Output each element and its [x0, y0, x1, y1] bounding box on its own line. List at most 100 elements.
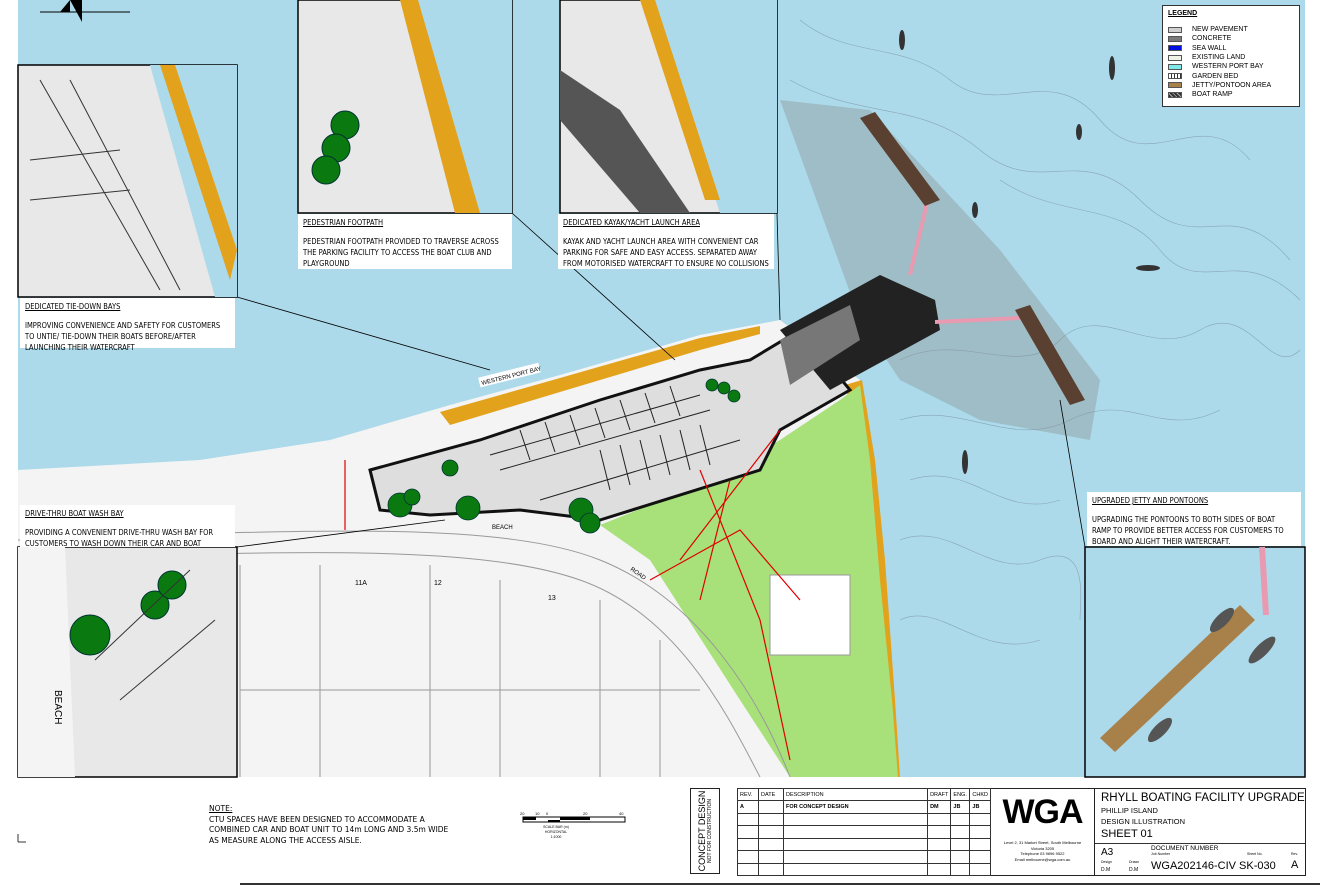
scale-orientation: HORIZONTAL [545, 830, 567, 834]
legend-item: JETTY/PONTOON AREA [1168, 81, 1294, 90]
legend-label: JETTY/PONTOON AREA [1192, 81, 1272, 89]
callout-jetty-pontoons: UPGRADED JETTY AND PONTOONS UPGRADING TH… [1087, 492, 1301, 546]
callout-body: PROVIDING A CONVENIENT DRIVE-THRU WASH B… [25, 528, 214, 548]
callout-title: DEDICATED KAYAK/YACHT LAUNCH AREA [563, 218, 700, 227]
rev-cell: JB [969, 800, 991, 814]
paper-size: A3 [1101, 847, 1114, 858]
design-initials: D.M [1101, 867, 1111, 873]
revision-letter: A [1291, 859, 1299, 871]
project-title: RHYLL BOATING FACILITY UPGRADE [1101, 792, 1305, 804]
rev-header: REV. [737, 787, 759, 802]
sheet-label: SHEET 01 [1101, 828, 1153, 840]
rev-header: DRAFT [927, 787, 952, 802]
scale-tick: 40 [619, 811, 624, 816]
legend-item: NEW PAVEMENT [1168, 25, 1294, 34]
swatch-new-pavement [1168, 26, 1182, 33]
callout-title: PEDESTRIAN FOOTPATH [303, 218, 384, 227]
document-number-label: DOCUMENT NUMBER [1151, 845, 1219, 852]
rev-header: DESCRIPTION [782, 787, 929, 802]
revision-row: A FOR CONCEPT DESIGN DM JB JB [737, 800, 991, 814]
company-block: WGA Level 2, 31 Market Street, South Mel… [991, 788, 1095, 876]
note-line: AS MEASURE ALONG THE ACCESS AISLE. [209, 835, 362, 845]
address-line: Level 2, 31 Market Street, South Melbour… [1003, 840, 1082, 845]
note-title: NOTE: [209, 804, 233, 813]
drawing-type: DESIGN ILLUSTRATION [1101, 817, 1186, 826]
stamp-sub: NOT FOR CONSTRUCTION [707, 798, 713, 864]
lot-11a-label: 11A [355, 580, 367, 587]
revision-header-row: REV. DATE DESCRIPTION DRAFT ENG. CHKD [737, 787, 991, 802]
rev-label: Rev. [1291, 852, 1298, 856]
car-park [368, 328, 853, 522]
boats [899, 30, 1160, 474]
rev-cell [758, 800, 784, 814]
concept-design-stamp: CONCEPT DESIGN NOT FOR CONSTRUCTION [690, 788, 720, 874]
design-label: Design [1101, 860, 1112, 864]
trees [387, 378, 741, 534]
inset-washbay: BEACH [17, 546, 238, 778]
sand-beach [440, 326, 760, 425]
swatch-concrete [1168, 35, 1182, 42]
legend-item: GARDEN BED [1168, 71, 1294, 80]
swatch-sea-wall [1168, 45, 1182, 52]
rev-header: DATE [758, 787, 784, 802]
rev-header: ENG. [950, 787, 971, 802]
callout-leaders [236, 212, 1086, 548]
scale-tick: 20 [520, 811, 525, 816]
rev-cell: DM [927, 800, 952, 814]
sheet-no-label: Sheet No. [1247, 852, 1263, 856]
note-line: COMBINED CAR AND BOAT UNIT TO 14m LONG A… [209, 825, 449, 834]
scale-tick: 20 [583, 811, 588, 816]
address-line: Email melbourne@wga.com.au [1014, 856, 1071, 862]
beach-label: BEACH [492, 525, 513, 531]
legend-item: SEA WALL [1168, 44, 1294, 53]
park-green [600, 385, 898, 777]
legend-label: BOAT RAMP [1192, 91, 1233, 99]
drawn-initials: D.M [1129, 867, 1139, 873]
legend-label: EXISTING LAND [1192, 54, 1246, 62]
callout-kayak-launch: DEDICATED KAYAK/YACHT LAUNCH AREA KAYAK … [558, 214, 774, 269]
scale-tick: 10 [535, 811, 540, 816]
scale-label: SCALE BAR (m) [543, 825, 569, 829]
legend-label: CONCRETE [1192, 35, 1232, 43]
inset-footpath [297, 0, 513, 214]
north-arrow-icon [40, 0, 130, 22]
legend-item: BOAT RAMP [1168, 90, 1294, 99]
job-number-label: Job Number [1151, 852, 1171, 856]
note-line: CTU SPACES HAVE BEEN DESIGNED TO ACCOMMO… [209, 814, 425, 824]
swatch-existing-land [1168, 54, 1182, 61]
lot-13-label: 13 [548, 595, 556, 602]
jetty-east [934, 305, 1085, 405]
address-line: Telephone 03 9696 9522 [1020, 851, 1065, 856]
callout-title: DRIVE-THRU BOAT WASH BAY [25, 509, 124, 518]
swatch-western-port-bay [1168, 63, 1182, 70]
callout-body: IMPROVING CONVENIENCE AND SAFETY FOR CUS… [25, 321, 221, 352]
callout-body: PEDESTRIAN FOOTPATH PROVIDED TO TRAVERSE… [303, 237, 499, 268]
drawn-label: Drawn [1129, 860, 1140, 864]
address-line: Victoria 3205 [1030, 845, 1055, 851]
scale-ratio: 1:1000 [551, 835, 562, 839]
swatch-garden-bed [1168, 73, 1182, 80]
legend-label: WESTERN PORT BAY [1192, 63, 1264, 71]
legend-label: SEA WALL [1192, 44, 1227, 52]
callout-title: DEDICATED TIE-DOWN BAYS [25, 302, 121, 311]
rev-cell: A [737, 800, 759, 814]
rev-cell: JB [950, 800, 971, 814]
rev-header: CHKD [969, 787, 991, 802]
inset-tiedown [17, 64, 238, 298]
callout-body: KAYAK AND YACHT LAUNCH AREA WITH CONVENI… [563, 237, 769, 268]
callout-body: UPGRADING THE PONTOONS TO BOTH SIDES OF … [1092, 515, 1284, 546]
inset-jetty [1084, 546, 1306, 778]
project-block: RHYLL BOATING FACILITY UPGRADE PHILLIP I… [1094, 788, 1306, 876]
callout-tiedown-bays: DEDICATED TIE-DOWN BAYS IMPROVING CONVEN… [20, 298, 235, 352]
dredged-channel [780, 100, 1100, 440]
swatch-jetty [1168, 82, 1182, 89]
stamp-main: CONCEPT DESIGN [697, 790, 707, 872]
lot-12-label: 12 [434, 580, 442, 587]
company-logo: WGA [1002, 793, 1083, 831]
legend-item: EXISTING LAND [1168, 53, 1294, 62]
project-location: PHILLIP ISLAND [1101, 806, 1158, 815]
parking-bays [489, 385, 741, 501]
callout-title: UPGRADED JETTY AND PONTOONS [1092, 496, 1209, 505]
legend-label: GARDEN BED [1192, 72, 1239, 80]
